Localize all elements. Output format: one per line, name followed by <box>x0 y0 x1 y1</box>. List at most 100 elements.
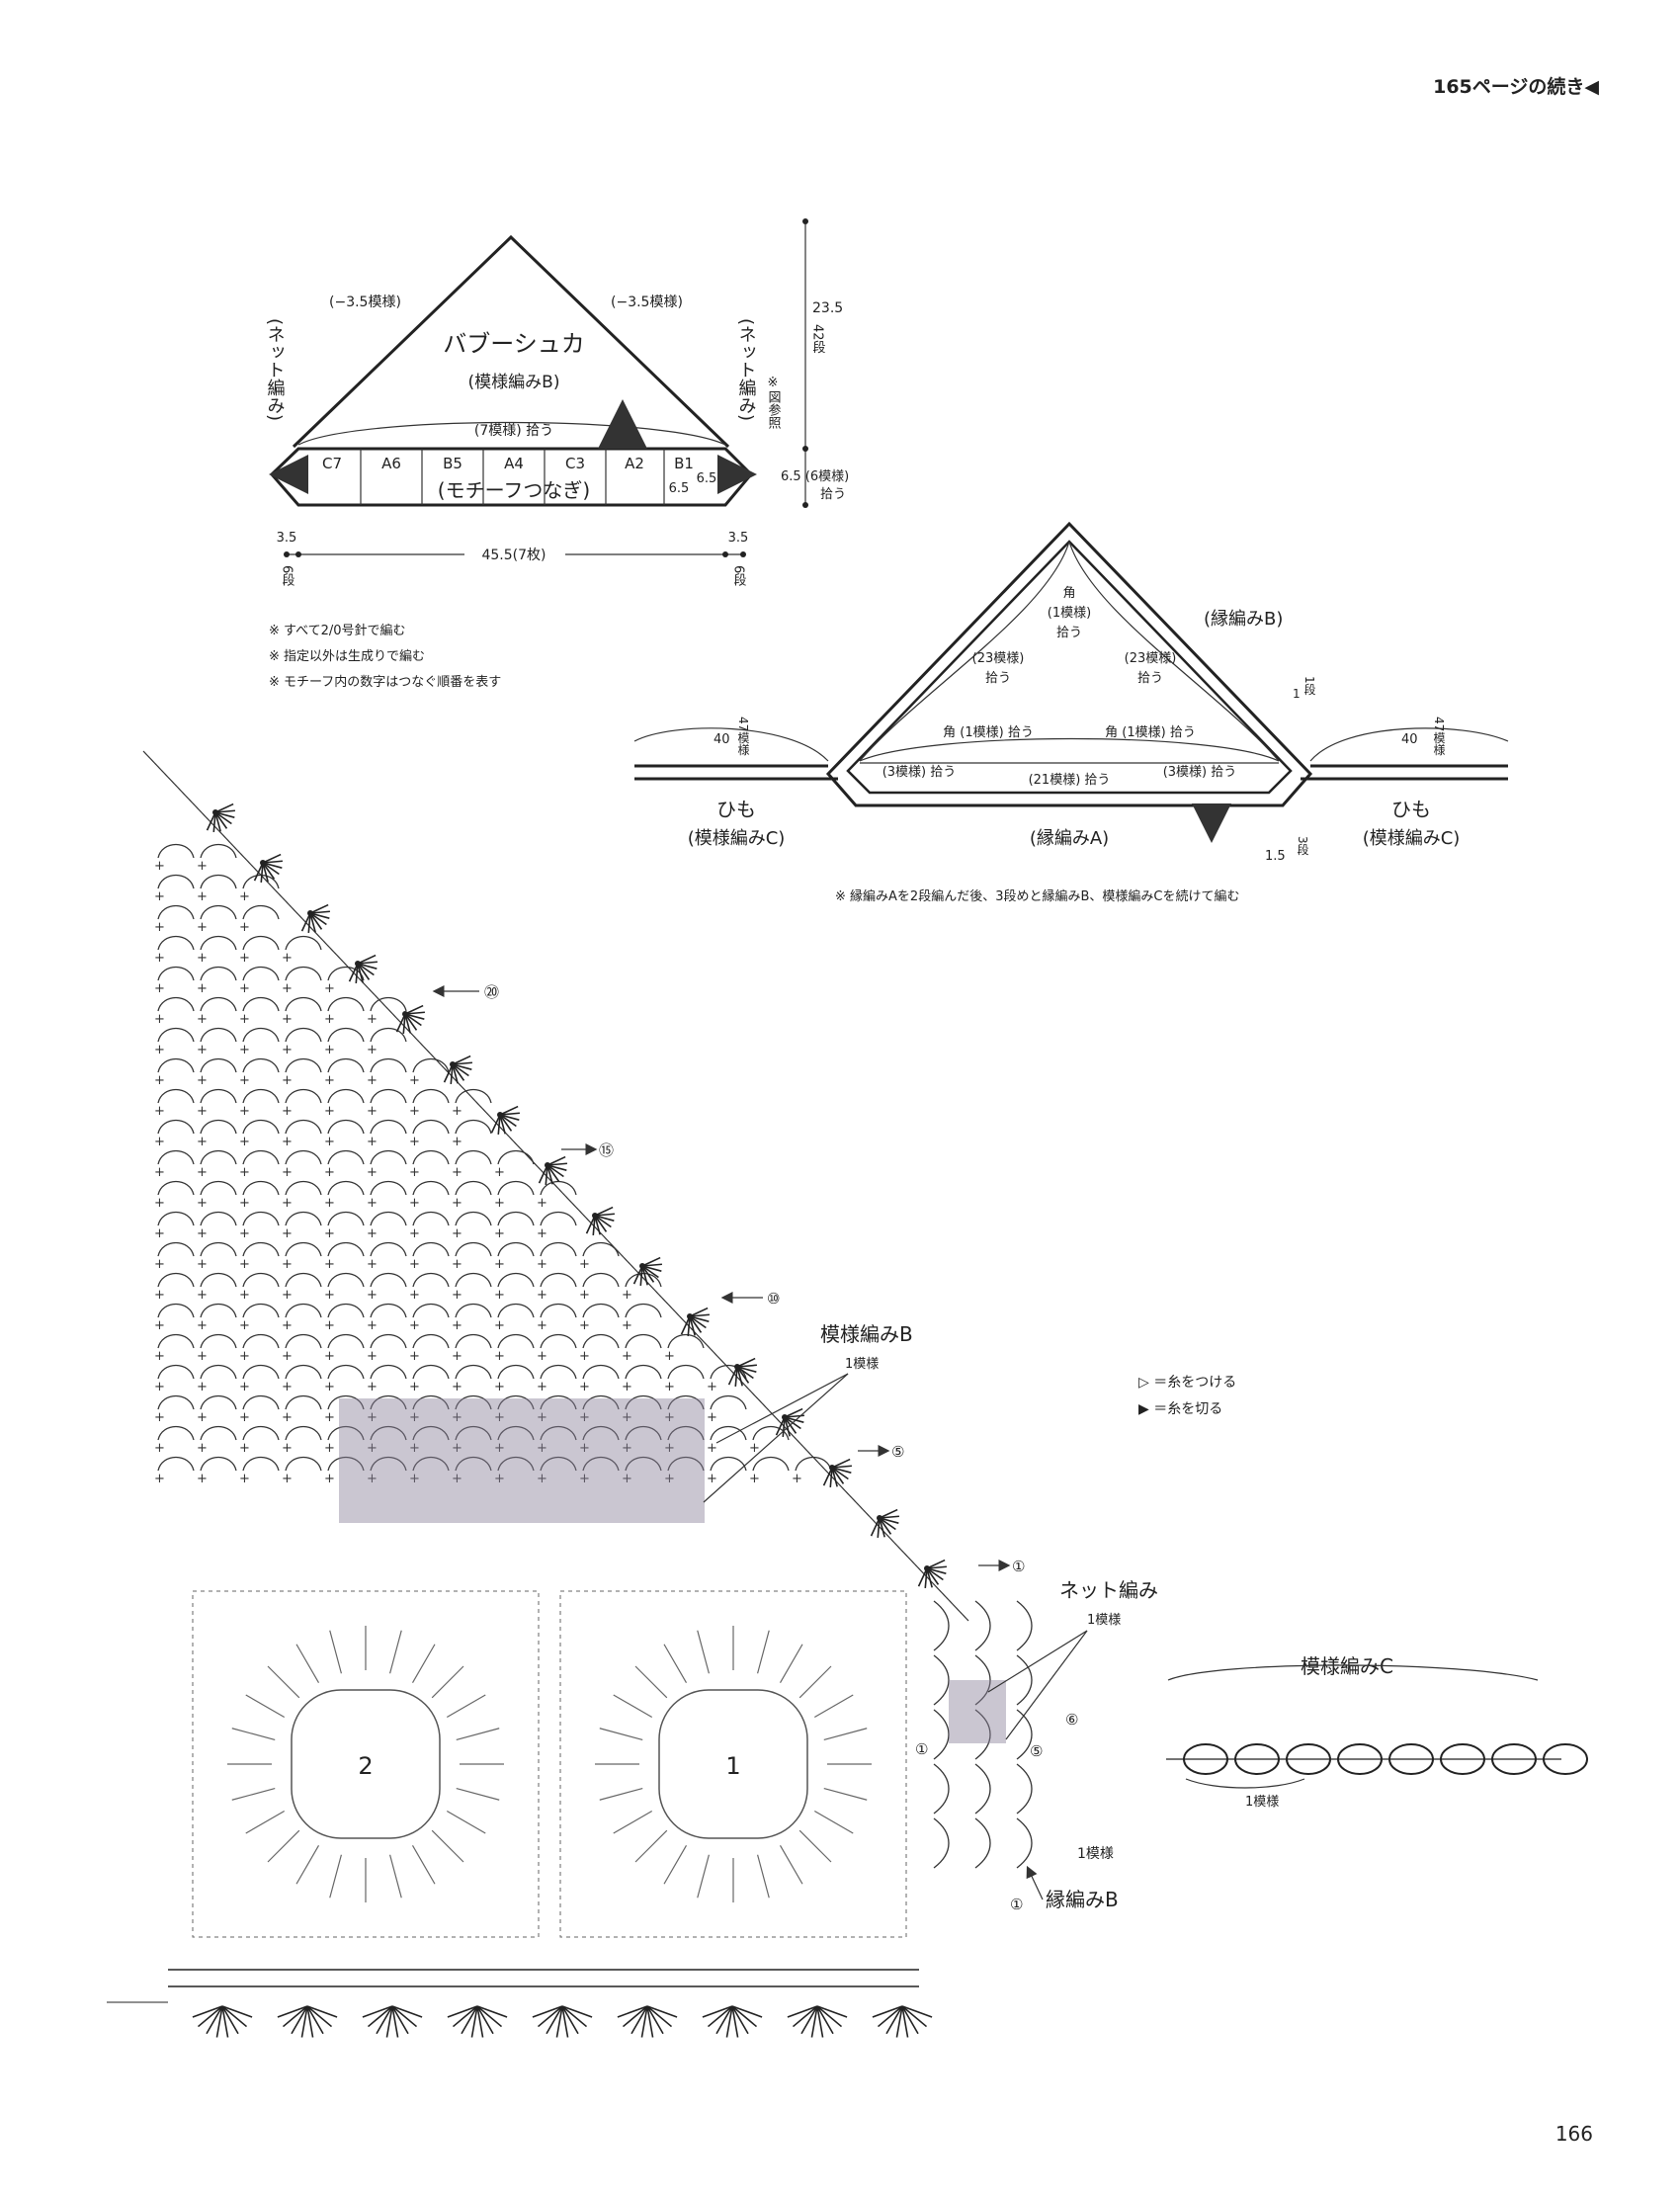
fan-stroke <box>499 1114 506 1135</box>
net-loop <box>974 1709 991 1760</box>
bottom-fan-stroke <box>646 2005 664 2035</box>
fan-base <box>924 1565 930 1571</box>
fan-base <box>877 1515 882 1521</box>
bottom-fan-stroke <box>452 2005 478 2028</box>
arch-stitch <box>455 1304 492 1318</box>
arch-stitch <box>157 1457 195 1472</box>
sc-mark: + <box>537 1288 547 1303</box>
fan-stroke <box>499 1112 520 1116</box>
sc-mark: + <box>664 1472 675 1486</box>
arch-stitch <box>157 1058 195 1073</box>
total-width: 45.5(7枚) <box>481 548 546 563</box>
fan-stroke <box>879 1508 898 1519</box>
sc-mark: + <box>154 1349 165 1364</box>
arch-stitch <box>242 1181 280 1196</box>
bottom-fan-stroke <box>895 2005 903 2038</box>
edge-b-rows: 1段 <box>1302 676 1316 696</box>
bottom-edge <box>107 1969 933 2038</box>
bottom-fan-stroke <box>470 2005 478 2038</box>
arch-stitch <box>157 905 195 920</box>
fan-stroke <box>926 1567 940 1585</box>
motif-center <box>291 1689 441 1839</box>
sc-mark: + <box>324 1012 335 1027</box>
arch-stitch <box>582 1273 620 1288</box>
right-slope: (23模様) <box>1125 651 1177 666</box>
sc-mark: + <box>282 1380 293 1394</box>
net-loop <box>974 1817 991 1869</box>
arch-stitch <box>370 1426 407 1441</box>
sc-mark: + <box>622 1288 632 1303</box>
bottom-fan-stroke <box>221 2005 239 2035</box>
sc-mark: + <box>409 1165 420 1180</box>
arch-stitch <box>540 1212 577 1226</box>
sc-mark: + <box>452 1165 462 1180</box>
sc-mark: + <box>154 1410 165 1425</box>
net-highlight <box>949 1680 1006 1743</box>
fan-stroke <box>404 1013 425 1020</box>
bottom-fan-stroke <box>447 2005 478 2018</box>
fan-stroke <box>546 1164 553 1185</box>
arch-stitch <box>285 936 322 951</box>
sc-mark: + <box>154 1441 165 1456</box>
bottom-fan-stroke <box>640 2005 648 2038</box>
motif-petal <box>757 1630 770 1674</box>
fan-stroke <box>546 1155 566 1166</box>
sc-mark: + <box>324 1135 335 1149</box>
bottom-fan-stroke <box>197 2005 223 2028</box>
sc-mark: + <box>239 1073 250 1088</box>
motif-petal <box>245 1810 286 1834</box>
sc-mark: + <box>494 1441 505 1456</box>
arch-stitch <box>370 997 407 1012</box>
arch-stitch <box>327 1150 365 1165</box>
arch-stitch <box>157 1304 195 1318</box>
sc-mark: + <box>324 1104 335 1119</box>
arch-stitch <box>370 1212 407 1226</box>
strip-height: 6.5 (6模様) <box>781 469 849 484</box>
fan-stroke <box>348 963 359 982</box>
bottom-fan-stroke <box>731 2005 763 2018</box>
sc-mark: + <box>197 1226 208 1241</box>
sc-mark: + <box>367 1349 378 1364</box>
sc-mark: + <box>197 1104 208 1119</box>
arch-stitch <box>412 1150 450 1165</box>
pickup-label: (7模様) 拾う <box>474 423 553 439</box>
arch-stitch <box>455 1334 492 1349</box>
sc-mark: + <box>197 981 208 996</box>
stitch-chart: ++++++++++++++++++++++++++++++++++++++++… <box>107 750 1588 2038</box>
fan-stroke <box>404 1013 411 1034</box>
bottom-mid-pickup: (21模様) 拾う <box>1029 773 1111 788</box>
fan-stroke <box>262 862 280 876</box>
bottom-fan-stroke <box>901 2005 933 2018</box>
arch-stitch <box>157 1089 195 1104</box>
pickup-arc <box>297 421 726 446</box>
sc-mark: + <box>452 1196 462 1211</box>
sc-mark: + <box>367 1441 378 1456</box>
sc-mark: + <box>494 1318 505 1333</box>
sc-mark: + <box>154 981 165 996</box>
bottom-fan-stroke <box>537 2005 563 2028</box>
fan-stroke <box>499 1114 513 1132</box>
motif-petal <box>231 1788 276 1801</box>
sc-mark: + <box>197 1257 208 1272</box>
sc-mark: + <box>537 1318 547 1333</box>
arch-stitch <box>327 1058 365 1073</box>
arch-stitch <box>285 1120 322 1135</box>
sc-mark: + <box>664 1410 675 1425</box>
arch-stitch <box>540 1273 577 1288</box>
fan-stroke <box>727 1366 738 1386</box>
sc-mark: + <box>324 1073 335 1088</box>
motif-petal <box>663 1844 688 1885</box>
arch-stitch <box>242 1120 280 1135</box>
fan-base <box>212 809 218 815</box>
arch-stitch <box>582 1304 620 1318</box>
sc-mark: + <box>197 859 208 874</box>
sc-mark: + <box>197 1165 208 1180</box>
row-1-marker: ① <box>1012 1558 1025 1575</box>
right-slope-pickup: 拾う <box>1137 671 1163 686</box>
arch-stitch <box>285 1212 322 1226</box>
arch-stitch <box>200 1457 237 1472</box>
pattern-c-unit: 1模様 <box>1245 1795 1279 1810</box>
fan-stroke <box>357 954 377 965</box>
bottom-fan-stroke <box>646 2005 673 2028</box>
fan-stroke <box>641 1265 659 1279</box>
